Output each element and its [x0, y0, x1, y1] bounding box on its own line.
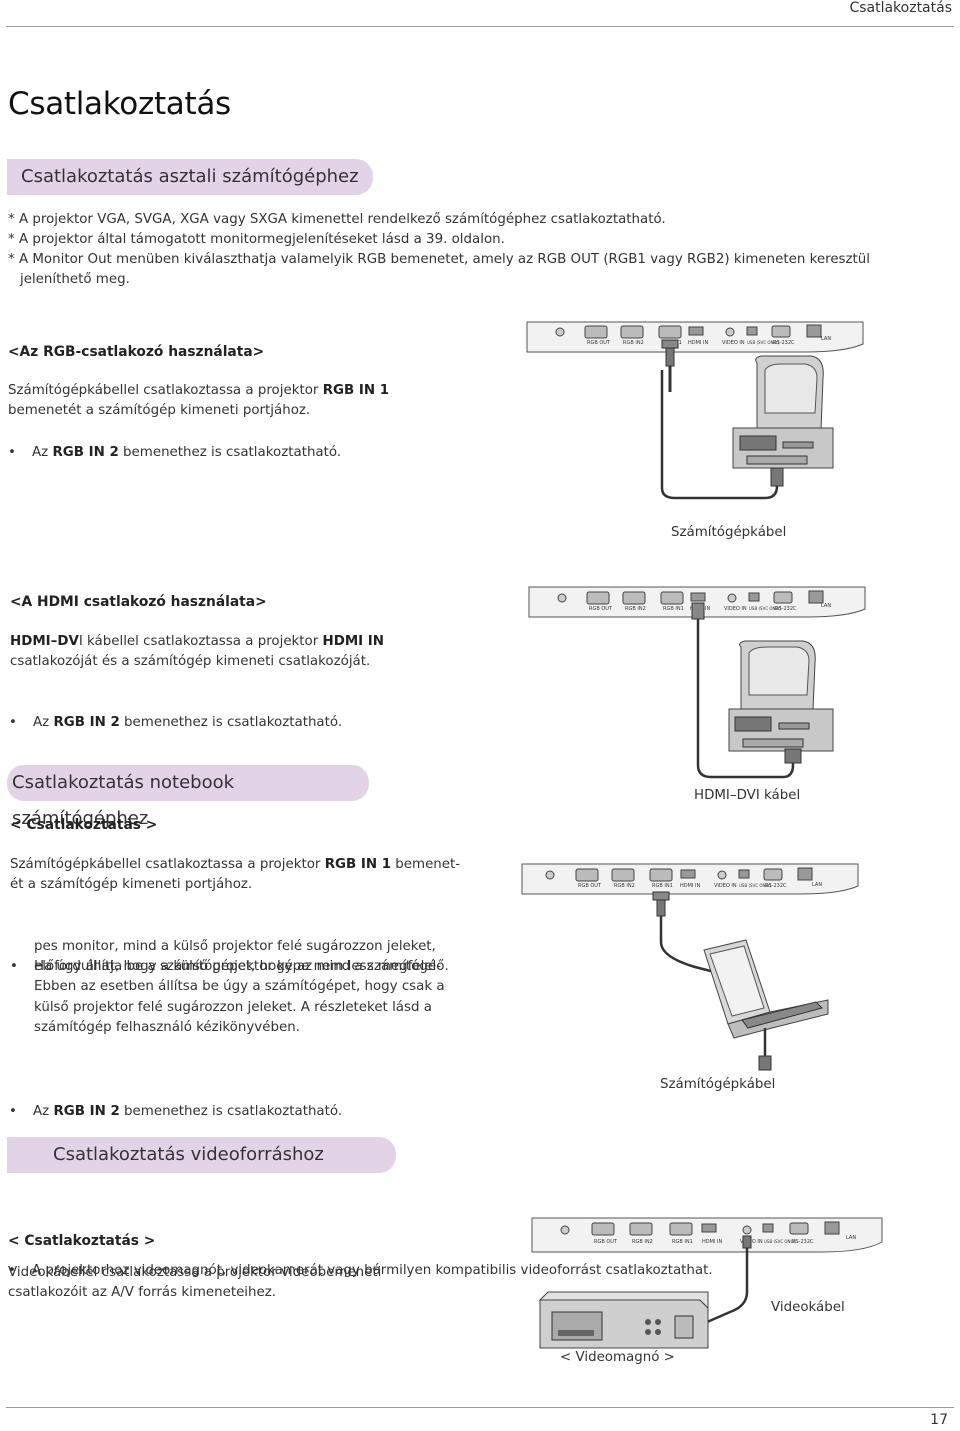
svg-text:HDMI IN: HDMI IN [680, 883, 700, 889]
running-header: Csatlakoztatás [849, 0, 952, 16]
rgb-line1-bold: RGB IN 1 [322, 383, 390, 398]
label-video-in: VIDEO IN [722, 340, 745, 346]
hdmi-dvi-cable [696, 619, 795, 779]
computer-tower-icon [728, 640, 834, 752]
svg-text:RGB OUT: RGB OUT [594, 1239, 618, 1245]
rgb-line1-text: Számítógépkábellel csatlakoztassa a proj… [8, 383, 323, 398]
vcr-icon [538, 1291, 709, 1349]
notebook-connection-diagram: RGB OUT RGB IN2 RGB IN1 HDMI IN VIDEO IN… [521, 863, 859, 1071]
svg-text:LAN: LAN [821, 603, 831, 609]
subheading-notebook-connection: < Csatlakoztatás > [10, 817, 158, 833]
svg-text:VIDEO IN: VIDEO IN [714, 883, 737, 889]
projector-back-panel: RGB OUT RGB IN2 RGB IN1 HDMI IN VIDEO IN… [521, 863, 859, 895]
rgb-instruction-line1: Számítógépkábellel csatlakoztassa a proj… [8, 381, 460, 401]
vga-plug-top [661, 339, 679, 367]
svg-text:RGB IN2: RGB IN2 [625, 606, 646, 612]
rgb-instruction-line2: bemenetét a számítógép kimeneti portjáho… [8, 403, 311, 418]
label-rgb-out: RGB OUT [587, 340, 611, 346]
svg-text:USB (SVC ONLY): USB (SVC ONLY) [749, 606, 782, 611]
label-hdmi-in: HDMI IN [688, 340, 708, 346]
caption-video-cable: Videokábel [771, 1300, 845, 1315]
vga-plug-computer [770, 467, 784, 487]
note-3: * A Monitor Out menüben kiválaszthatja v… [8, 252, 871, 267]
caption-hdmi-dvi-cable: HDMI–DVI kábel [694, 788, 801, 803]
section-heading-desktop: Csatlakoztatás asztali számítógéphez [7, 159, 373, 195]
rgb-bullet: Az RGB IN 2 bemenethez is csatlakoztatha… [8, 443, 960, 463]
video-plug [742, 1235, 752, 1249]
video-cable [697, 1248, 749, 1328]
notebook-bullet-1-line3: előfordulhat, hogy a külső projektor kép… [34, 959, 449, 974]
computer-cable [660, 370, 779, 500]
svg-text:RGB IN2: RGB IN2 [614, 883, 635, 889]
subheading-rgb: <Az RGB-csatlakozó használata> [8, 344, 265, 360]
label-rs232c: RS-232C [773, 340, 795, 346]
subheading-hdmi: <A HDMI csatlakozó használata> [10, 594, 267, 610]
label-usb: USB (SVC ONLY) [747, 340, 780, 345]
rgb-connection-diagram: RGB OUT RGB IN2 RGB IN1 HDMI IN VIDEO IN… [526, 321, 864, 500]
svg-text:RS-232C: RS-232C [775, 606, 797, 612]
computer-tower-icon [732, 355, 834, 469]
notebook-bullet-2: Az RGB IN 2 bemenethez is csatlakoztatha… [9, 1102, 960, 1122]
notebook-bullet-1-line5: külső projektor felé sugározzon jeleket.… [34, 1000, 432, 1015]
notebook-icon [703, 939, 829, 1039]
svg-text:USB (SVC ONLY): USB (SVC ONLY) [739, 883, 772, 888]
svg-text:RGB IN1: RGB IN1 [652, 883, 673, 889]
hdmi-plug [691, 602, 705, 620]
video-instruction-line1: Videokábellel csatlakoztassa a projektor… [8, 1265, 382, 1280]
notebook-bullet-1-line2: pes monitor, mind a külső projektor felé… [34, 939, 436, 954]
projector-back-panel: RGB OUT RGB IN2 RGB IN1 HDMI IN VIDEO IN… [531, 1217, 883, 1253]
label-lan: LAN [821, 336, 831, 342]
svg-text:RGB IN1: RGB IN1 [663, 606, 684, 612]
svg-text:HDMI IN: HDMI IN [702, 1239, 722, 1245]
hdmi-instruction-line2: csatlakozóját és a számítógép kimeneti c… [10, 654, 371, 669]
page-number: 17 [930, 1412, 948, 1428]
hdmi-instruction-line1: HDMI–DVI kábellel csatlakoztassa a proje… [10, 634, 384, 649]
page-title: Csatlakoztatás [8, 86, 231, 122]
computer-cable [659, 916, 747, 982]
svg-text:LAN: LAN [846, 1235, 856, 1241]
hdmi-bullet: Az RGB IN 2 bemenethez is csatlakoztatha… [9, 713, 960, 733]
header-rule [6, 26, 954, 27]
caption-computer-cable-2: Számítógépkábel [660, 1077, 776, 1092]
note-2: * A projektor által támogatott monitorme… [8, 232, 505, 247]
footer-rule [6, 1407, 954, 1408]
section-heading-notebook: Csatlakoztatás notebook számítógéphez [7, 765, 369, 829]
vga-plug-top [652, 891, 670, 901]
hdmi-connection-diagram: RGB OUT RGB IN2 RGB IN1 HDMI IN VIDEO IN… [528, 586, 866, 779]
video-bullet: A projektorhoz videomagnót, videokamerát… [8, 1261, 960, 1281]
svg-text:RGB OUT: RGB OUT [578, 883, 602, 889]
notebook-bullet-1: Ha úgy állítja be a számítógépet, hogy a… [10, 957, 960, 977]
section-heading-video: Csatlakoztatás videoforráshoz [7, 1137, 396, 1173]
svg-text:RS-232C: RS-232C [792, 1239, 814, 1245]
projector-back-panel: RGB OUT RGB IN2 RGB IN1 HDMI IN VIDEO IN… [526, 321, 864, 353]
notebook-bullet-1-line4: Ebben az esetben állítsa be úgy a számít… [34, 979, 445, 994]
caption-vcr: < Videomagnó > [560, 1350, 675, 1365]
label-rgb-in2: RGB IN2 [623, 340, 644, 346]
video-instruction-line2: csatlakozóit az A/V forrás kimeneteihez. [8, 1285, 277, 1300]
svg-text:USB (SVC ONLY): USB (SVC ONLY) [764, 1239, 797, 1244]
note-3-cont: jeleníthető meg. [20, 272, 130, 287]
svg-text:RGB IN2: RGB IN2 [632, 1239, 653, 1245]
subheading-video-connection: < Csatlakoztatás > [8, 1233, 156, 1249]
notebook-instruction-line2: ét a számítógép kimeneti portjához. [10, 877, 253, 892]
svg-text:LAN: LAN [812, 882, 822, 888]
video-connection-diagram: RGB OUT RGB IN2 RGB IN1 HDMI IN VIDEO IN… [531, 1217, 883, 1349]
dvi-plug [784, 748, 802, 764]
svg-text:RGB IN1: RGB IN1 [672, 1239, 693, 1245]
notebook-bullet-1-line6: számítógép felhasználó kézikönyvében. [34, 1020, 300, 1035]
svg-text:RGB OUT: RGB OUT [589, 606, 613, 612]
note-1: * A projektor VGA, SVGA, XGA vagy SXGA k… [8, 212, 666, 227]
svg-text:VIDEO IN: VIDEO IN [724, 606, 747, 612]
vga-plug-notebook [758, 1055, 772, 1071]
notebook-instruction-line1: Számítógépkábellel csatlakoztassa a proj… [10, 857, 461, 872]
svg-text:RS-232C: RS-232C [765, 883, 787, 889]
caption-computer-cable-1: Számítógépkábel [671, 525, 787, 540]
